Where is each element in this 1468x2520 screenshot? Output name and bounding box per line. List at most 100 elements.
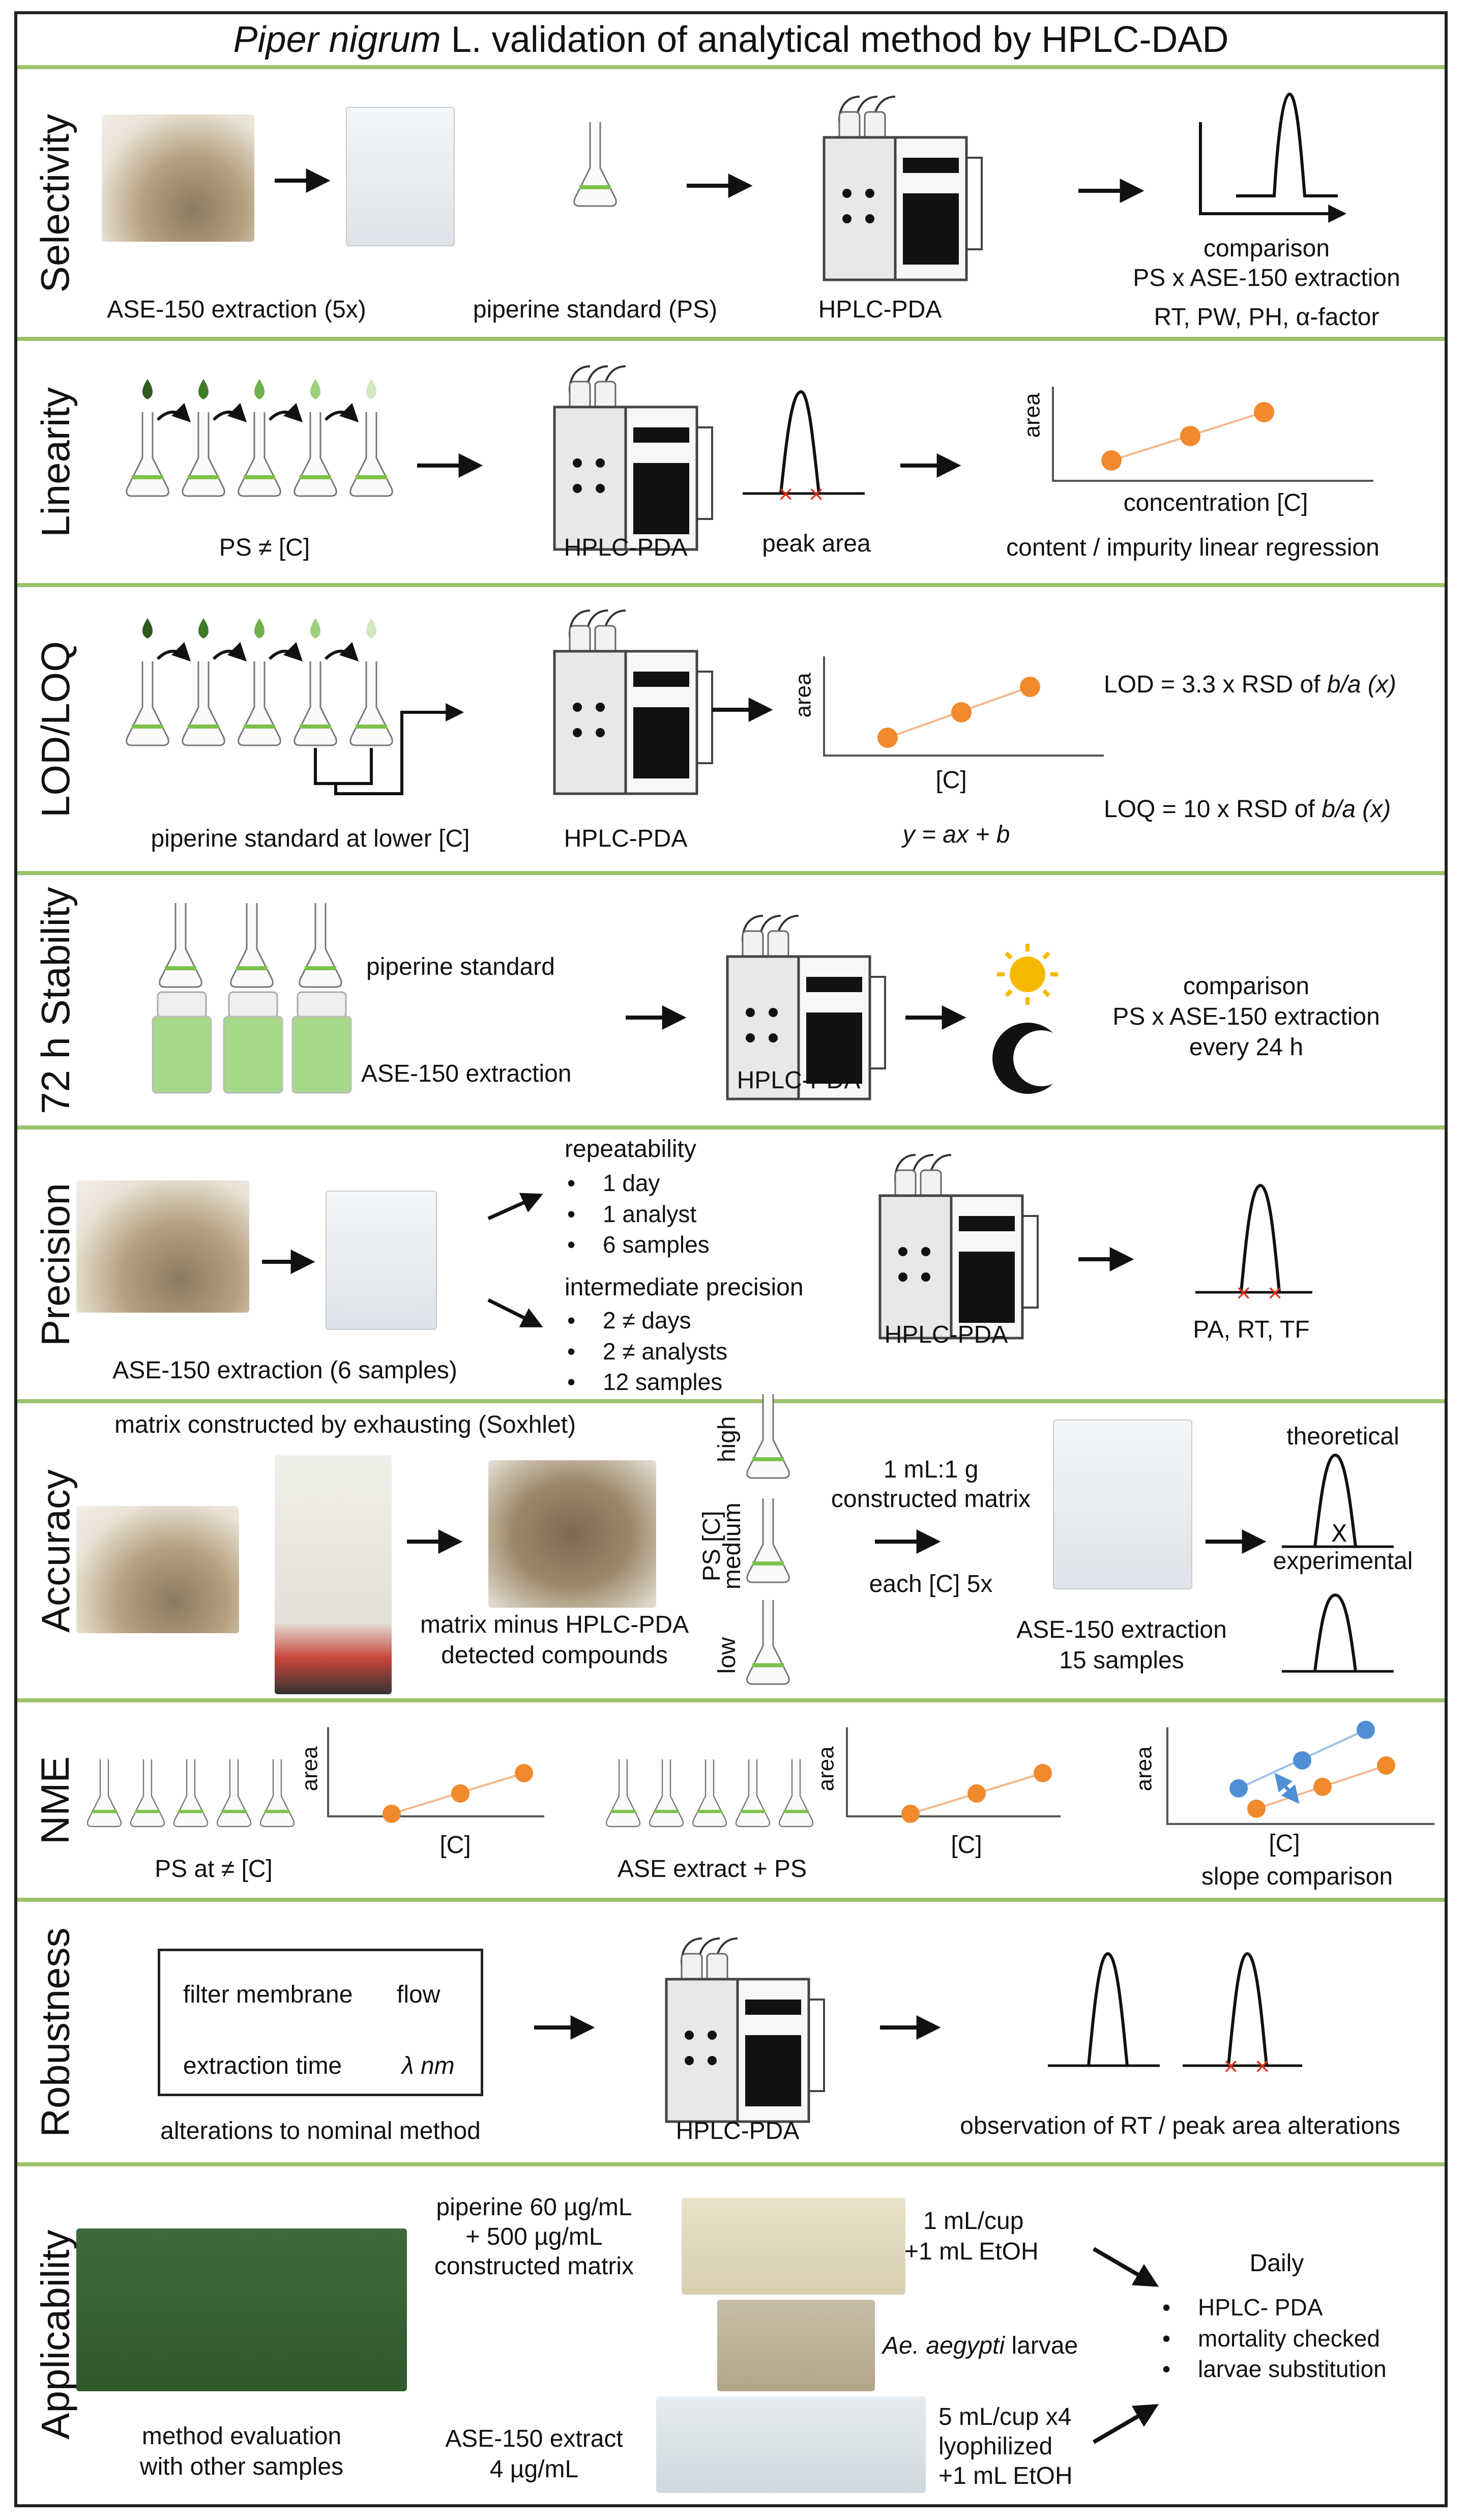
title-species: Piper nigrum [233, 19, 441, 60]
separator [17, 1125, 1445, 1129]
larvae-caption: Ae. aegypti larvae [883, 2332, 1078, 2359]
replicates-caption: each [C] 5x [869, 1571, 993, 1598]
repeatability-list: 1 day 1 analyst 6 samples [567, 1168, 710, 1260]
comparison-caption: PS x ASE-150 extraction [1133, 265, 1400, 292]
ase-caption: ASE-150 extraction (5x) [107, 296, 366, 323]
hplc-caption: HPLC-PDA [818, 296, 942, 323]
ase-instrument-photo [326, 1191, 437, 1330]
method-alterations-box: filter membrane flow extraction time λ n… [158, 1949, 483, 2096]
ps-caption: piperine standard (PS) [473, 296, 718, 323]
y-axis-label: area [1131, 1746, 1157, 1791]
row-label-selectivity: Selectivity [33, 113, 78, 293]
regression-caption: content / impurity linear regression [1006, 534, 1379, 561]
list-item: 6 samples [567, 1229, 710, 1260]
ase-caption: ASE-150 extraction [1016, 1616, 1227, 1643]
level-high-label: high [714, 1416, 741, 1463]
repeatability-caption: repeatability [565, 1136, 696, 1163]
row-label-lodloq: LOD/LOQ [33, 641, 78, 818]
loq-formula: LOQ = 10 x RSD of b/a (x) [1104, 796, 1391, 823]
separator [17, 2162, 1445, 2166]
theoretical-label: theoretical [1286, 1423, 1399, 1450]
figure-frame [14, 11, 1448, 2507]
ps-caption: PS ≠ [C] [219, 534, 310, 561]
slope-comparison-caption: slope comparison [1201, 1863, 1393, 1890]
x-axis-label: [C] [935, 767, 967, 794]
ase-extract-caption: 4 µg/mL [489, 2456, 579, 2483]
soxhlet-photo [275, 1455, 392, 1694]
row-label-nme: NME [33, 1756, 78, 1844]
comparison-caption: comparison [1183, 973, 1310, 1000]
x-axis-label: [C] [439, 1832, 471, 1859]
row-label-linearity: Linearity [33, 387, 78, 537]
separator [17, 1698, 1445, 1702]
matrix-minus-caption: detected compounds [441, 1642, 668, 1669]
ase-caption: ASE extract + PS [617, 1856, 807, 1882]
ase-caption: ASE-150 extraction (6 samples) [112, 1357, 457, 1384]
ase-instrument-photo [1053, 1420, 1192, 1589]
piperine-spike-caption: + 500 µg/mL [465, 2223, 603, 2250]
wavelength-label: λ nm [402, 2052, 455, 2079]
comparison-caption: comparison [1203, 235, 1330, 262]
ase-caption: ASE-150 extraction [361, 1060, 572, 1087]
y-axis-label: area [1019, 393, 1045, 438]
ps-caption: piperine standard [366, 953, 555, 980]
cups-photo [656, 2396, 926, 2493]
list-item: 12 samples [567, 1367, 727, 1398]
separator [17, 337, 1445, 341]
observation-caption: observation of RT / peak area alteration… [960, 2112, 1400, 2139]
evaluation-caption: method evaluation [141, 2423, 342, 2450]
parameters-caption: RT, PW, PH, α-factor [1154, 304, 1379, 331]
ratio-caption: constructed matrix [831, 1486, 1031, 1513]
intermediate-precision-list: 2 ≠ days 2 ≠ analysts 12 samples [567, 1305, 727, 1398]
extraction-time-label: extraction time [183, 2052, 342, 2079]
separator [17, 1898, 1445, 1902]
intermediate-precision-caption: intermediate precision [565, 1274, 804, 1301]
row-label-stability: 72 h Stability [33, 886, 78, 1114]
ps-caption: piperine standard at lower [C] [151, 825, 470, 852]
experimental-label: experimental [1273, 1548, 1413, 1575]
list-item: larvae substitution [1162, 2354, 1387, 2385]
comparison-caption: PS x ASE-150 extraction [1112, 1003, 1380, 1030]
hplc-caption: HPLC-PDA [737, 1067, 861, 1094]
cup-volume-caption: 1 mL/cup [923, 2208, 1024, 2235]
hplc-caption: HPLC-PDA [884, 1321, 1008, 1348]
larvae-photo [717, 2300, 875, 2391]
hplc-caption: HPLC-PDA [676, 2118, 800, 2145]
list-item: mortality checked [1162, 2323, 1387, 2354]
level-medium-label: medium [719, 1502, 746, 1590]
piperine-spike-caption: constructed matrix [434, 2253, 634, 2280]
separator [17, 583, 1445, 587]
ase-extract-caption: ASE-150 extract [445, 2425, 623, 2452]
regression-equation: y = ax + b [902, 821, 1010, 848]
matrix-photo [488, 1460, 656, 1608]
ps-caption: PS at ≠ [C] [155, 1856, 273, 1882]
filter-membrane-label: filter membrane [183, 1981, 353, 2008]
y-axis-label: area [813, 1746, 839, 1791]
separator [17, 871, 1445, 875]
piperine-spike-caption: piperine 60 µg/mL [436, 2194, 632, 2221]
pepper-photo [76, 1180, 249, 1313]
peak-area-caption: peak area [762, 530, 871, 557]
matrix-minus-caption: matrix minus HPLC-PDA [420, 1611, 689, 1638]
pepper-photo [102, 114, 254, 242]
results-caption: PA, RT, TF [1193, 1316, 1310, 1343]
x-axis-label: [C] [951, 1832, 982, 1859]
ratio-caption: 1 mL:1 g [883, 1456, 979, 1483]
pepper-photo [76, 1506, 239, 1633]
x-axis-label: concentration [C] [1123, 489, 1308, 516]
hplc-caption: HPLC-PDA [564, 825, 688, 852]
y-axis-label: area [297, 1746, 322, 1791]
separator [17, 65, 1445, 69]
y-axis-label: area [790, 673, 816, 718]
list-item: 2 ≠ analysts [567, 1336, 727, 1367]
cup-volume-caption: +1 mL EtOH [938, 2463, 1073, 2489]
samples-jars-photo [76, 2228, 407, 2391]
list-item: 1 day [567, 1168, 710, 1199]
daily-list: HPLC- PDA mortality checked larvae subst… [1162, 2292, 1387, 2385]
evaluation-caption: with other samples [139, 2453, 344, 2480]
list-item: HPLC- PDA [1162, 2292, 1387, 2323]
comparison-caption: every 24 h [1189, 1034, 1304, 1061]
daily-caption: Daily [1249, 2250, 1304, 2277]
list-item: 1 analyst [567, 1199, 710, 1230]
cup-volume-caption: +1 mL EtOH [904, 2238, 1039, 2265]
